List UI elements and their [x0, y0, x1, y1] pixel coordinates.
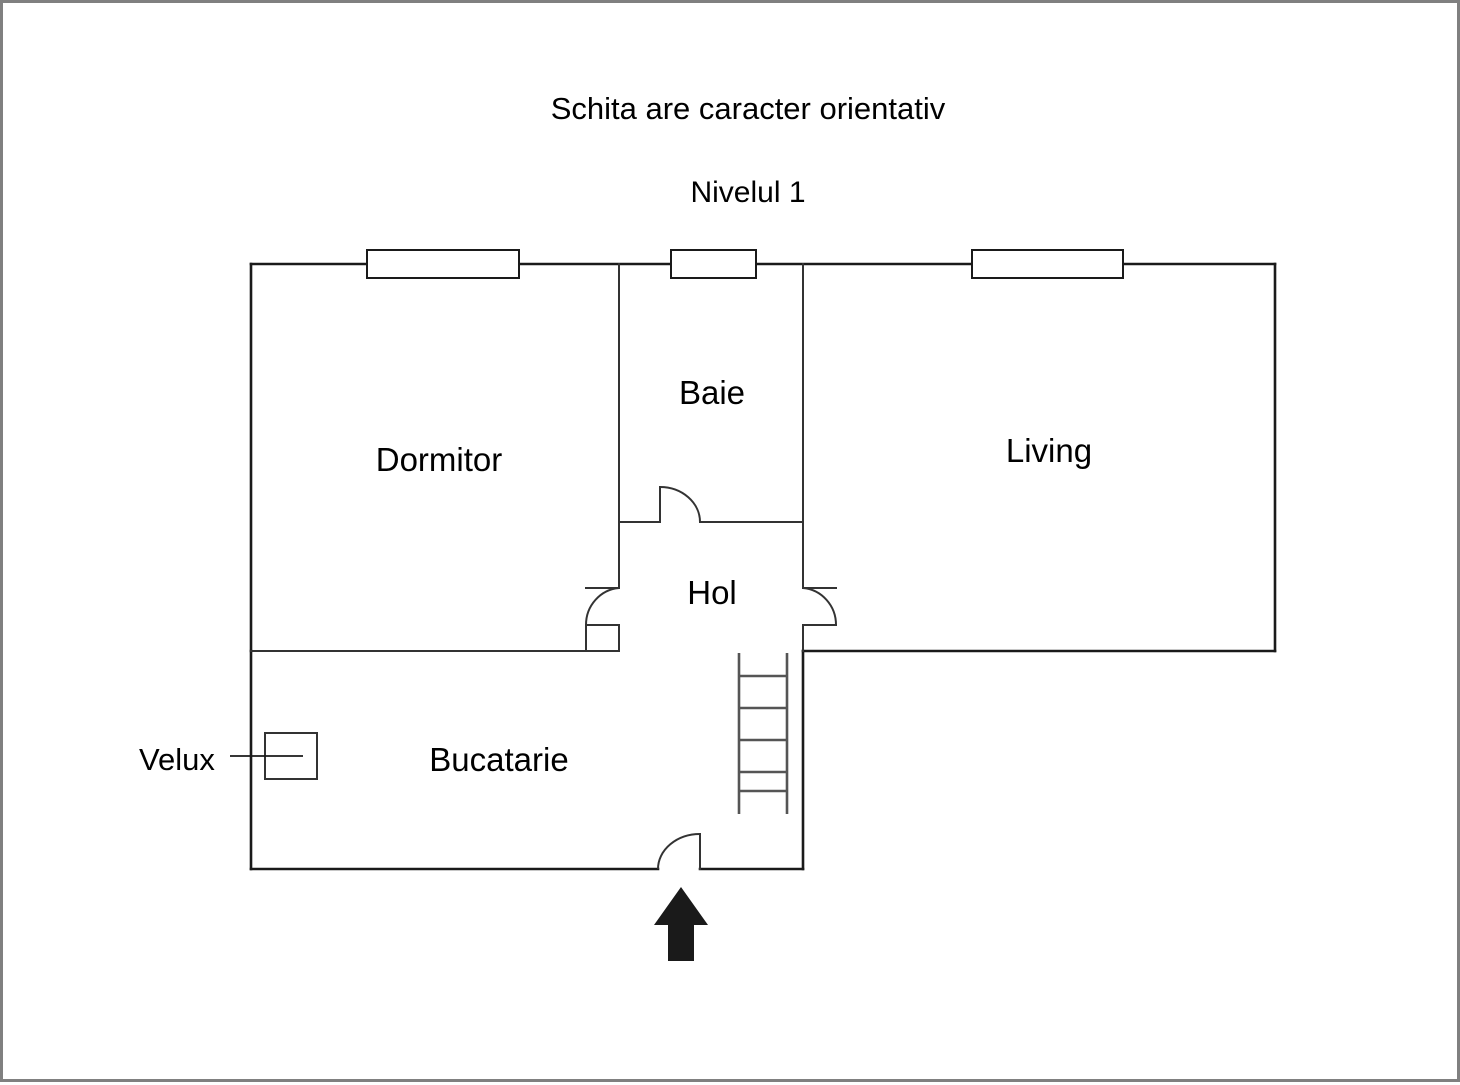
door-dormitor: [584, 587, 620, 626]
page-title: Schita are caracter orientativ: [551, 91, 946, 126]
door-baie: [659, 486, 701, 523]
exterior-walls: [249, 262, 1277, 871]
room-label-dormitor: Dormitor: [376, 441, 503, 478]
room-label-hol: Hol: [687, 574, 737, 611]
floorplan-drawing: Schita are caracter orientativ Nivelul 1: [139, 91, 1277, 961]
door-living: [802, 587, 838, 626]
window-baie: [670, 249, 757, 279]
velux-symbol-group: [230, 732, 318, 780]
interior-walls: [250, 263, 837, 870]
staircase: [737, 653, 789, 814]
door-entry: [657, 833, 701, 870]
room-label-living: Living: [1006, 432, 1092, 469]
annotation-label-velux: Velux: [139, 742, 215, 777]
window-dormitor: [366, 249, 520, 279]
level-subtitle: Nivelul 1: [690, 176, 805, 209]
entry-direction-arrow: [654, 887, 708, 961]
up-arrow-icon: [654, 887, 708, 961]
room-label-baie: Baie: [679, 374, 745, 411]
doors: [584, 486, 838, 870]
windows: [366, 249, 1124, 279]
window-living: [971, 249, 1124, 279]
room-label-bucatarie: Bucatarie: [429, 741, 568, 778]
